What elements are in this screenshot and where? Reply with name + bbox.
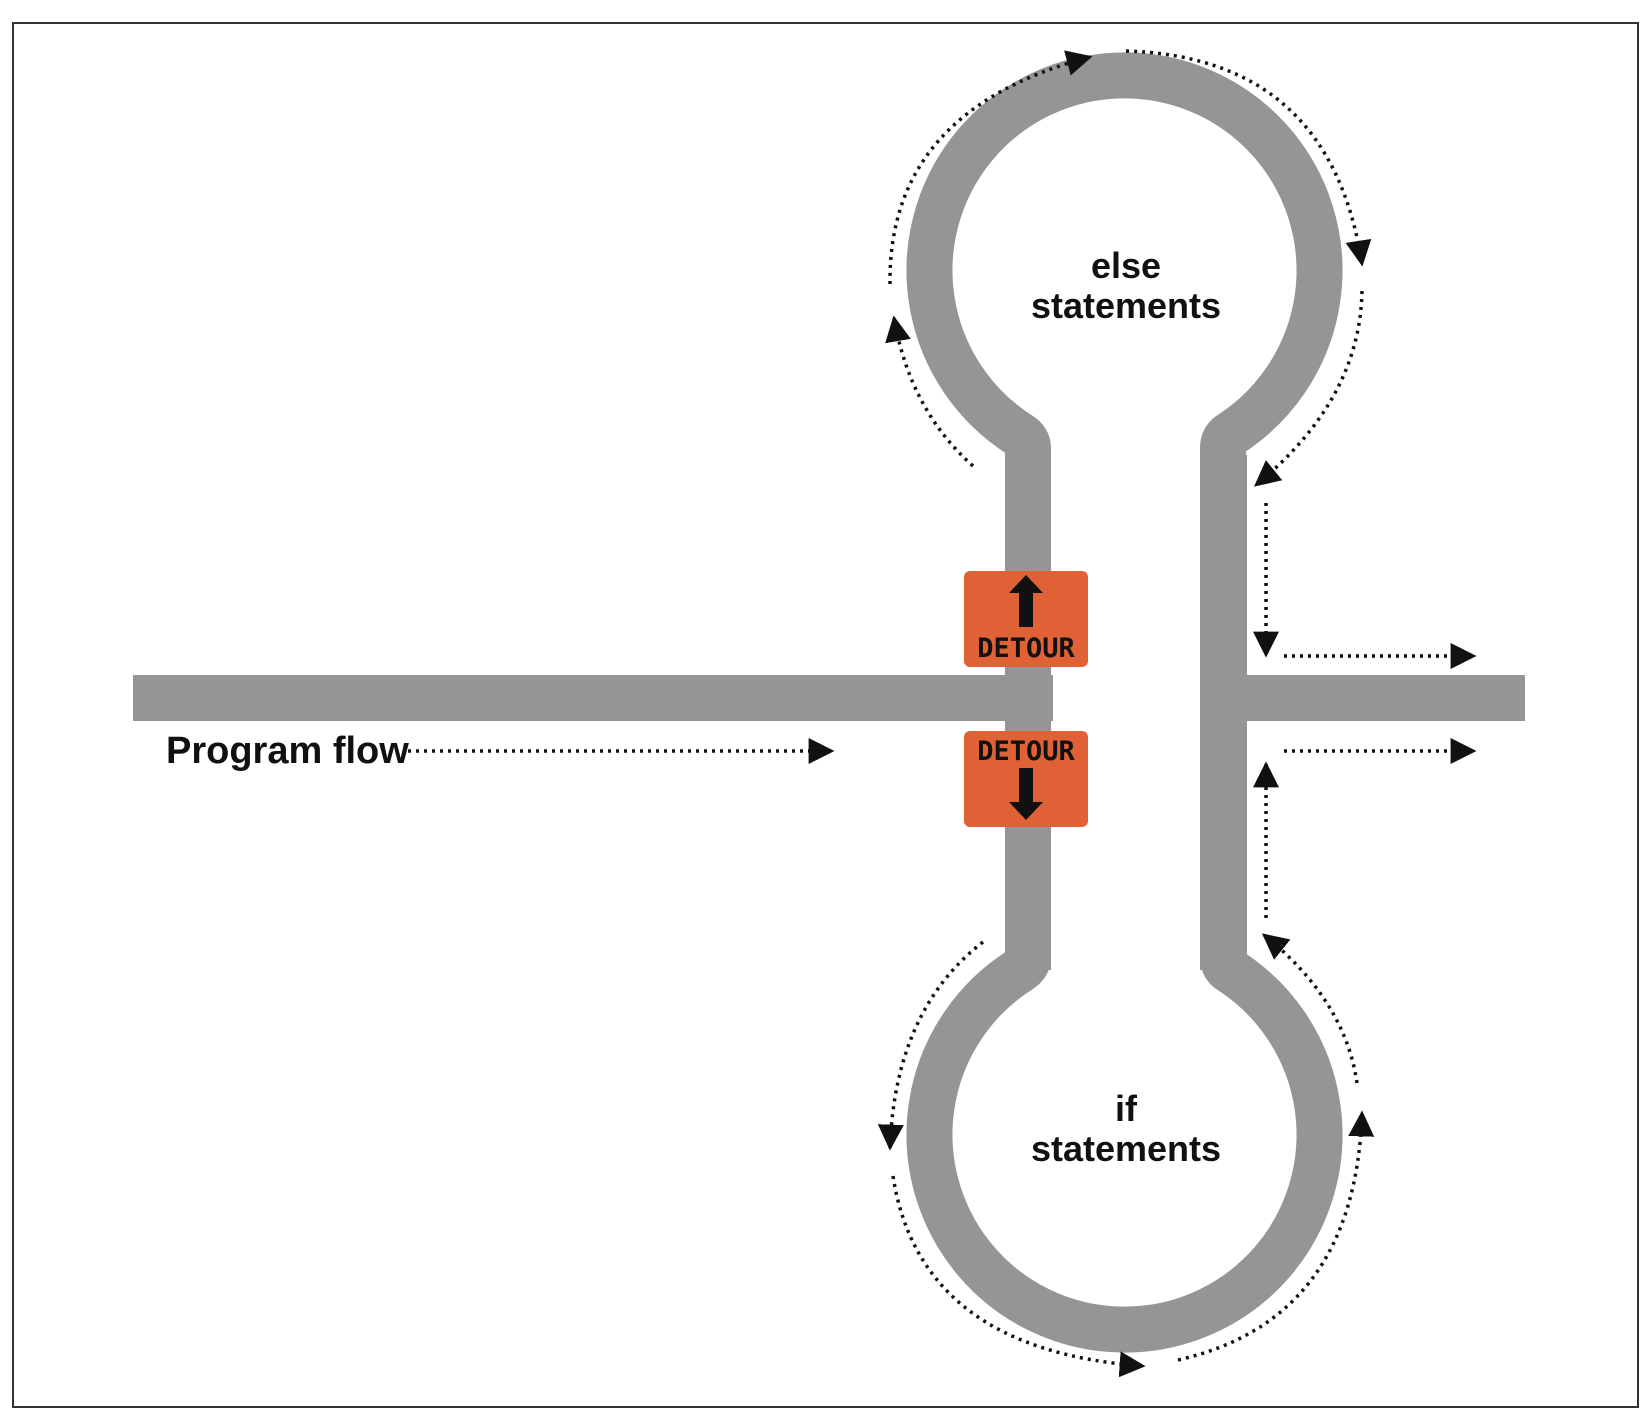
up-arrow-icon bbox=[1009, 575, 1043, 627]
detour-sign-bottom: DETOUR bbox=[964, 731, 1088, 827]
loop-right-stem bbox=[1200, 455, 1247, 970]
loop-left-stem bbox=[1005, 455, 1051, 970]
road-right bbox=[1200, 675, 1525, 721]
detour-sign-top: DETOUR bbox=[964, 571, 1088, 667]
else-right-lower-arrow bbox=[1253, 290, 1364, 487]
detour-sign-bottom-text: DETOUR bbox=[977, 736, 1075, 767]
program-flow-label: Program flow bbox=[166, 730, 409, 772]
if-left-upper-arrow bbox=[877, 940, 985, 1151]
if-right-lower-arrow bbox=[1177, 1110, 1375, 1362]
road bbox=[133, 455, 1525, 970]
flow-arrows bbox=[408, 49, 1477, 1378]
if-label-line1: if bbox=[1115, 1088, 1138, 1129]
down-arrow-icon bbox=[1009, 768, 1043, 820]
road-left bbox=[133, 675, 1053, 721]
else-loop bbox=[906, 52, 1343, 471]
if-label-line2: statements bbox=[1031, 1128, 1221, 1169]
else-label-line2: statements bbox=[1031, 285, 1221, 326]
else-label-line1: else bbox=[1091, 245, 1161, 286]
else-right-upper-arrow bbox=[1125, 49, 1372, 267]
if-loop bbox=[906, 934, 1343, 1353]
detour-sign-top-text: DETOUR bbox=[977, 633, 1075, 664]
